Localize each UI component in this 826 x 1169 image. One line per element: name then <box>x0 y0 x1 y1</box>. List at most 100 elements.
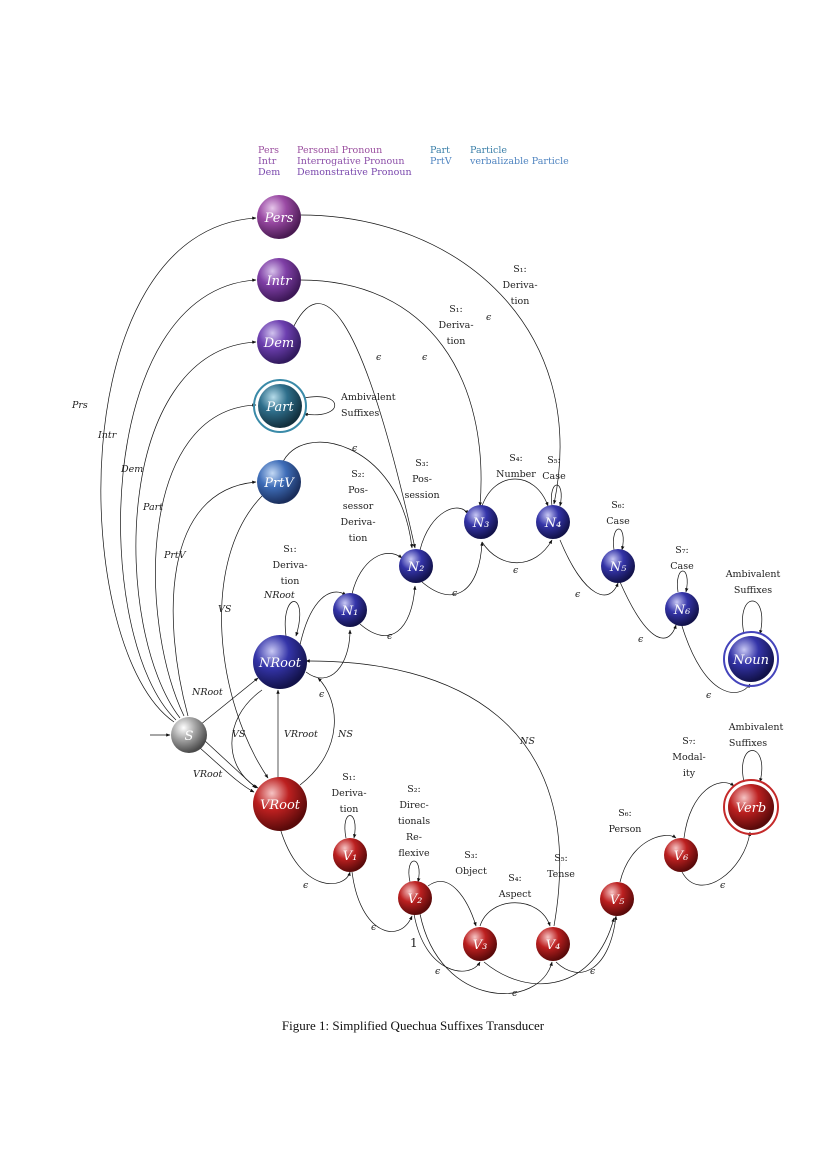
svg-text:NRoot: NRoot <box>258 656 302 671</box>
edge-eps-n4-n5 <box>559 539 619 596</box>
eps-v2-v4: ϵ <box>512 988 518 999</box>
label-ns-v4: NS <box>519 736 535 747</box>
node-dem: Dem <box>257 320 301 364</box>
edge-eps-v2-v4 <box>419 913 553 994</box>
node-v1: V₁ <box>333 838 367 872</box>
v2-one: 1 <box>410 936 418 950</box>
edge-eps-v6-verb <box>681 831 752 886</box>
eps-prtv: ϵ <box>352 443 358 454</box>
edge-eps-v1-v2 <box>351 871 413 932</box>
edge-v2-v3 <box>427 881 477 927</box>
edge-prtv-vroot <box>221 495 269 779</box>
legend-abbr-intr: Intr <box>258 156 277 167</box>
node-intr: Intr <box>257 258 301 302</box>
eps-n1-n2: ϵ <box>387 631 393 642</box>
edge-n1-n2 <box>351 553 403 595</box>
svg-text:V₁: V₁ <box>343 849 358 864</box>
edge-noun-loop <box>742 600 763 635</box>
eps-n3-n4: ϵ <box>513 565 519 576</box>
svg-text:N₆: N₆ <box>673 603 691 618</box>
eps-n5-n6: ϵ <box>638 634 644 645</box>
edge-n6-loop <box>677 570 689 593</box>
legend-text-part: Particle <box>470 145 507 156</box>
node-v4: V₄ <box>536 927 570 961</box>
edge-eps-n5-n6 <box>619 581 677 639</box>
label-s1-v: S₁:Deriva-tion <box>331 772 366 815</box>
node-pers: Pers <box>257 195 301 239</box>
eps-n2-n3: ϵ <box>452 588 458 599</box>
svg-text:Intr: Intr <box>266 274 293 289</box>
node-s: S <box>171 717 207 753</box>
svg-text:Noun: Noun <box>732 653 769 668</box>
edge-prtv-n2 <box>281 442 414 549</box>
eps-v1-v2: ϵ <box>371 922 377 933</box>
node-v3: V₃ <box>463 927 497 961</box>
legend-text-dem: Demonstrative Pronoun <box>297 167 412 178</box>
edge-s-part <box>155 403 257 717</box>
label-vs-prtv: VS <box>218 604 232 615</box>
eps-n4-n5: ϵ <box>575 589 581 600</box>
node-v5: V₅ <box>600 882 634 916</box>
label-nroot-loop: NRoot <box>263 590 295 601</box>
edge-n2-n3 <box>419 507 469 551</box>
svg-text:V₂: V₂ <box>408 892 423 907</box>
edge-v3-v4 <box>479 902 551 927</box>
label-s3-n: S₃:Pos-session <box>404 458 439 501</box>
figure-caption: Figure 1: Simplified Quechua Suffixes Tr… <box>282 1018 545 1033</box>
label-nroot-s: NRoot <box>191 687 223 698</box>
label-s7-v: S₇:Modal-ity <box>672 736 705 779</box>
edge-eps-n6-noun <box>681 625 751 693</box>
label-s5-v: S₅:Tense <box>547 853 575 880</box>
svg-text:V₄: V₄ <box>546 938 561 953</box>
label-s5-n: S₅:Case <box>542 455 566 482</box>
eps-v2-v3: ϵ <box>435 966 441 977</box>
edge-s-pers <box>100 216 257 723</box>
edge-s-vroot-low <box>199 747 255 793</box>
node-noun: Noun <box>723 631 779 687</box>
edge-eps-v3-v5 <box>483 917 615 985</box>
node-n5: N₅ <box>601 549 635 583</box>
label-s1-nroot: S₁:Deriva-tion <box>272 544 307 587</box>
label-vrroot: VRroot <box>284 729 318 740</box>
node-verb: Verb <box>723 779 779 835</box>
nodes: Pers Intr Dem Part PrtV NRoot S <box>171 195 779 961</box>
svg-text:N₅: N₅ <box>609 560 627 575</box>
eps-intr: ϵ <box>422 352 428 363</box>
edge-nroot-n1 <box>299 591 347 646</box>
label-s3-v: S₃:Object <box>455 850 487 877</box>
label-s4-n: S₄:Number <box>496 453 536 480</box>
edge-labels: Prs Intr Dem Part PrtV VS NRoot VS VRroo… <box>71 264 783 999</box>
legend-abbr-pers: Pers <box>258 145 279 156</box>
node-part: Part <box>253 379 307 433</box>
svg-text:Verb: Verb <box>736 801 766 816</box>
node-vroot: VRoot <box>253 777 307 831</box>
edge-v2-loop <box>408 860 421 883</box>
label-s1-pers: S₁:Deriva-tion <box>502 264 537 307</box>
svg-text:Part: Part <box>265 400 294 415</box>
node-n4: N₄ <box>536 505 570 539</box>
label-prs: Prs <box>71 400 88 411</box>
legend-text-pers: Personal Pronoun <box>297 145 382 156</box>
edge-eps-nroot-n1 <box>305 629 352 679</box>
edge-part-loop <box>303 396 335 417</box>
edge-v5-v6 <box>619 834 677 883</box>
eps-nroot-n1: ϵ <box>319 689 325 700</box>
edges <box>100 214 763 994</box>
edge-v1-loop <box>344 815 357 839</box>
svg-text:N₂: N₂ <box>407 560 425 575</box>
label-s6-n: S₆:Case <box>606 500 630 527</box>
eps-v6-verb: ϵ <box>720 880 726 891</box>
svg-text:S: S <box>185 729 194 744</box>
legend: Pers Personal Pronoun Intr Interrogative… <box>258 145 569 178</box>
label-vs-s: VS <box>232 729 246 740</box>
edge-v6-verb <box>683 782 735 839</box>
svg-text:V₃: V₃ <box>473 938 488 953</box>
svg-text:N₁: N₁ <box>341 604 359 619</box>
node-prtv: PrtV <box>257 460 301 504</box>
edge-eps-vroot-v1 <box>279 827 351 884</box>
edge-eps-n2-n3 <box>421 541 484 596</box>
node-n2: N₂ <box>399 549 433 583</box>
